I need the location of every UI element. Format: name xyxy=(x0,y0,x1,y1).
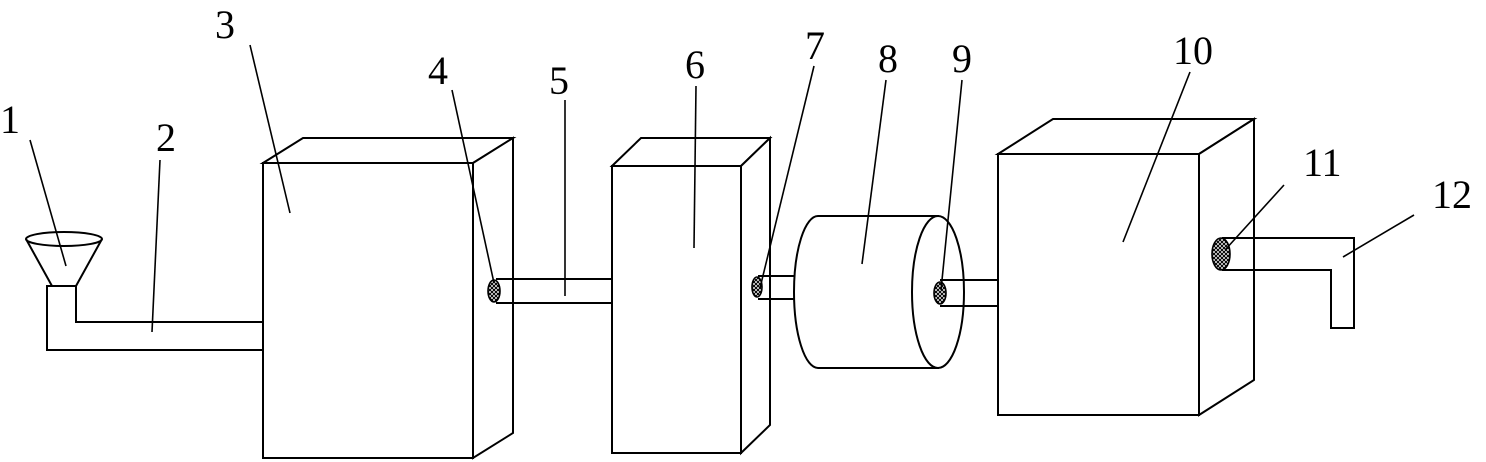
connecting-pipe-9 xyxy=(940,279,998,307)
label-5: 5 xyxy=(549,58,569,103)
connecting-pipe-short xyxy=(758,275,797,300)
label-8: 8 xyxy=(878,36,898,81)
leader-line-10 xyxy=(1122,71,1191,243)
mesh-filter-9 xyxy=(933,281,947,305)
label-12: 12 xyxy=(1432,172,1472,217)
cylinder-drum-8 xyxy=(793,215,965,369)
tank-box-3 xyxy=(259,136,517,460)
connecting-pipe-5 xyxy=(496,278,612,304)
label-9: 9 xyxy=(952,36,972,81)
feed-pipe xyxy=(46,285,263,351)
part-labels: 1 2 3 4 5 6 7 8 9 10 11 12 xyxy=(0,2,1472,217)
tank-box-6 xyxy=(609,135,773,456)
leader-line-1 xyxy=(29,139,67,267)
leader-line-2 xyxy=(151,159,161,333)
leader-line-11 xyxy=(1224,184,1285,251)
leader-line-6 xyxy=(693,85,697,249)
leader-line-3 xyxy=(249,44,291,214)
label-1: 1 xyxy=(0,97,20,142)
label-7: 7 xyxy=(805,23,825,68)
leader-line-12 xyxy=(1342,214,1415,258)
mesh-filter-11 xyxy=(1211,237,1231,271)
label-3: 3 xyxy=(215,2,235,47)
leader-lines xyxy=(29,44,1415,333)
outlet-pipe-12 xyxy=(1222,237,1355,329)
leader-line-9 xyxy=(940,79,963,291)
label-10: 10 xyxy=(1173,28,1213,73)
label-2: 2 xyxy=(156,115,176,160)
label-4: 4 xyxy=(428,48,448,93)
leader-line-4 xyxy=(451,89,495,284)
mesh-filter-7 xyxy=(751,276,763,298)
mesh-filter-4 xyxy=(487,279,501,303)
leader-line-7 xyxy=(759,65,815,289)
tank-box-10 xyxy=(994,117,1258,417)
funnel-inlet xyxy=(25,231,103,287)
label-11: 11 xyxy=(1303,140,1342,185)
label-6: 6 xyxy=(685,42,705,87)
leader-line-8 xyxy=(861,79,887,265)
